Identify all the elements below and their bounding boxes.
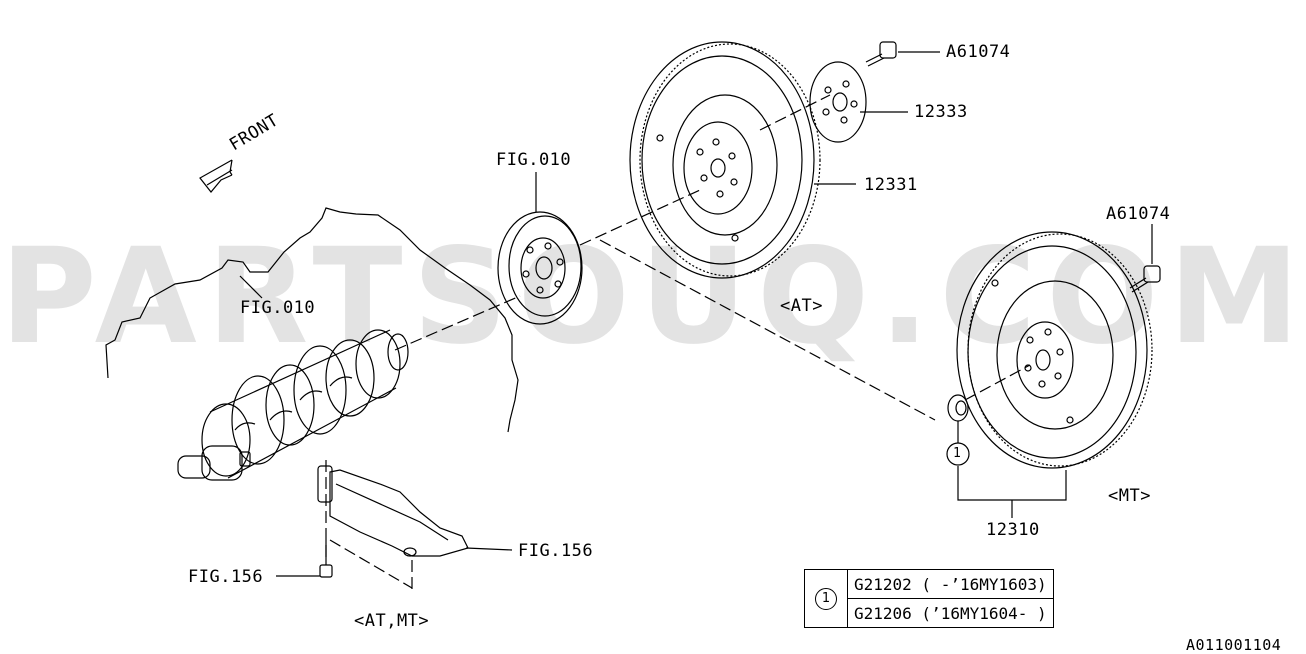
flywheel-mt <box>956 231 1153 469</box>
front-arrow-icon <box>199 159 233 193</box>
part-a61074-top-label: A61074 <box>946 42 1011 62</box>
bolt-a61074-top <box>865 41 897 67</box>
note-ref-circle: 1 <box>815 588 837 610</box>
fig156-left-label: FIG.156 <box>188 567 264 587</box>
at-label: <AT> <box>780 296 823 316</box>
at-mt-label: <AT,MT> <box>354 611 430 631</box>
part-12333-label: 12333 <box>914 102 968 122</box>
reference-lines <box>325 94 1031 590</box>
reinforcement-plate <box>809 61 867 143</box>
note-table: 1 G21202 ( -’16MY1603) G21206 (’16MY1604… <box>804 569 1054 628</box>
engine-block-outline <box>105 207 519 433</box>
drive-plate-small <box>497 211 583 325</box>
crankshaft <box>177 329 409 481</box>
fig010-crank-label: FIG.010 <box>240 298 316 318</box>
pilot-bearing <box>947 394 969 422</box>
drive-plate-at <box>629 41 821 279</box>
callout-1-label: 1 <box>953 446 962 461</box>
leader-lines <box>239 51 1153 577</box>
fig010-plate-label: FIG.010 <box>496 150 572 170</box>
note-row-1: G21202 ( -’16MY1603) <box>847 569 1054 599</box>
part-12310-label: 12310 <box>986 520 1040 540</box>
note-ref-cell: 1 <box>804 569 848 628</box>
diagram-id: A011001104 <box>1186 636 1282 654</box>
note-row-2: G21206 (’16MY1604- ) <box>847 598 1054 628</box>
fig156-right-label: FIG.156 <box>518 541 594 561</box>
lower-cover-plate <box>317 465 469 557</box>
part-12331-label: 12331 <box>864 175 918 195</box>
bolt-a61074-right <box>1129 265 1161 293</box>
mt-label: <MT> <box>1108 486 1151 506</box>
part-a61074-right-label: A61074 <box>1106 204 1171 224</box>
